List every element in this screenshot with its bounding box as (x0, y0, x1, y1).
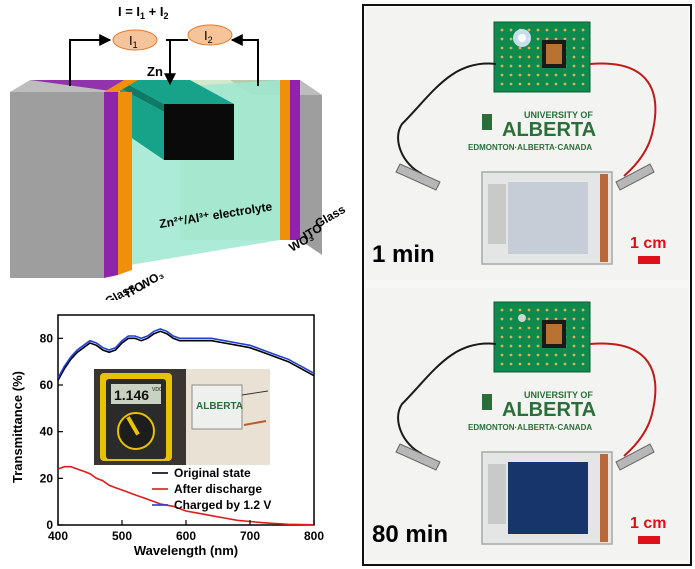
black-wire (397, 62, 497, 175)
y-tick-label: 60 (40, 378, 54, 392)
logo-sub-text: EDMONTON·ALBERTA·CANADA (468, 423, 592, 432)
clip-right-icon (615, 443, 655, 471)
y-tick-label: 20 (40, 471, 54, 485)
electrochromic-window (508, 182, 588, 254)
led-icon (518, 314, 526, 322)
time-label: 80 min (372, 521, 448, 548)
red-wire (589, 62, 657, 177)
photo-panel: UNIVERSITY OFALBERTAEDMONTON·ALBERTA·CAN… (362, 4, 692, 566)
clip-left-icon (395, 163, 441, 191)
zn-foil (488, 184, 506, 244)
logo-sub-text: EDMONTON·ALBERTA·CANADA (468, 143, 592, 152)
clip-right-icon (615, 163, 655, 191)
logo-main-text: ALBERTA (502, 399, 596, 421)
zn-electrode-front (164, 104, 234, 160)
transmittance-chart: 1.146 VDC ALBERTA 400 500 600 700 800 0 20 40 60… (10, 314, 324, 558)
current-i2-badge (187, 24, 233, 46)
x-tick-label: 600 (176, 529, 196, 543)
zn-label: Zn (147, 64, 163, 79)
legend-label: After discharge (174, 482, 262, 496)
inset-device (191, 384, 243, 430)
series-line-0 (57, 330, 315, 381)
electrochromic-window (508, 462, 588, 534)
copper-tape (600, 454, 608, 542)
series-line-1 (57, 465, 315, 526)
wire-left (69, 34, 112, 86)
right-glass-pane (300, 80, 322, 255)
zn-electrode-side (120, 80, 164, 112)
multimeter-unit: VDC (152, 387, 163, 393)
multimeter-reading: 1.146 (114, 387, 149, 403)
left-glass-pane (10, 92, 104, 278)
legend-label: Charged by 1.2 V (174, 498, 271, 512)
inset-logo: ALBERTA (196, 401, 243, 412)
x-tick-label: 500 (112, 529, 132, 543)
scale-bar (638, 536, 660, 544)
current-equation: I = I1 + I2 (118, 4, 169, 21)
logo-top-text: UNIVERSITY OF (524, 110, 593, 120)
multimeter-display (111, 384, 161, 404)
logo-main-text: ALBERTA (502, 119, 596, 141)
time-label: 1 min (372, 241, 435, 268)
x-tick-label: 800 (304, 529, 324, 543)
red-wire (589, 342, 657, 457)
x-tick-label: 700 (240, 529, 260, 543)
y-axis-label: Transmittance (%) (10, 371, 25, 483)
copper-tape (600, 174, 608, 262)
clip-left-icon (395, 443, 441, 471)
shield-icon (482, 394, 492, 410)
scale-bar (638, 256, 660, 264)
wire-right (230, 34, 259, 86)
logo-top-text: UNIVERSITY OF (524, 390, 593, 400)
scale-label: 1 cm (630, 235, 666, 252)
svg-text:I2: I2 (204, 28, 213, 45)
black-wire (397, 342, 497, 455)
right-ito-layer (290, 80, 300, 240)
left-wo3-layer (118, 92, 132, 275)
y-tick-label: 0 (46, 518, 53, 532)
device-schematic: I1 I2 I = I1 + I2 Zn Zn²⁺/Al³⁺ electroly… (10, 4, 348, 300)
y-tick-label: 80 (40, 331, 54, 345)
svg-text:I1: I1 (129, 33, 138, 50)
zn-foil (488, 464, 506, 524)
legend-label: Original state (174, 466, 251, 480)
x-axis-label: Wavelength (nm) (134, 543, 238, 558)
zn-electrode-top (120, 80, 234, 104)
scale-label: 1 cm (630, 515, 666, 532)
led-icon (518, 34, 526, 42)
inset-photo: 1.146 VDC ALBERTA (94, 369, 270, 465)
y-tick-label: 40 (40, 425, 54, 439)
shield-icon (482, 114, 492, 130)
current-i1-badge (112, 29, 158, 51)
series-line-2 (57, 328, 315, 379)
left-ito-layer (104, 92, 118, 278)
x-tick-label: 400 (48, 529, 68, 543)
right-wo3-layer (280, 80, 290, 240)
